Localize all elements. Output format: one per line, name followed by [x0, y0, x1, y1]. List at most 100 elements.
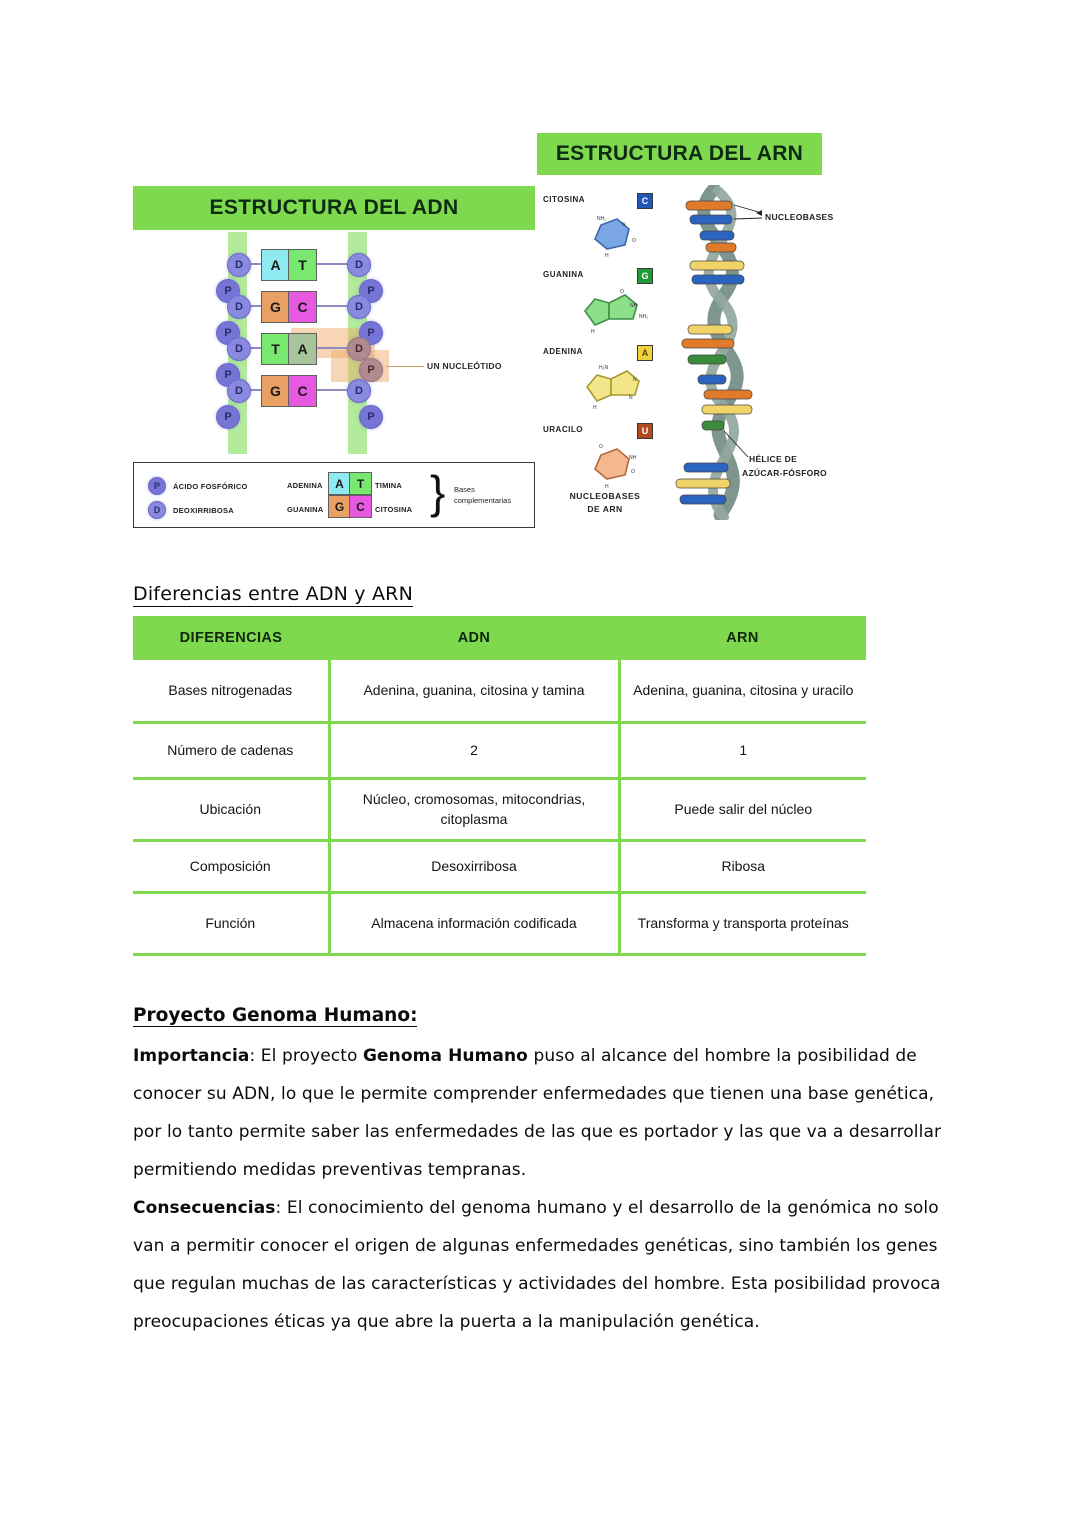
legend-phosphate-label: ÁCIDO FOSFÓRICO [173, 481, 248, 491]
helix-callout-line1: HÉLICE DE [749, 454, 798, 464]
notes-paragraph-consecuencias: Consecuencias: El conocimiento del genom… [133, 1189, 963, 1341]
base-tile-g: G [261, 375, 290, 407]
sugar-circle: D [148, 501, 166, 519]
adn-diagram-panel: ESTRUCTURA DEL ADN UN NUCLEÓTIDO D A T D… [133, 186, 535, 531]
brace-label-line2: complementarias [454, 496, 512, 505]
svg-text:NH: NH [629, 455, 637, 461]
table-header-arn: ARN [619, 616, 866, 660]
sugar-circle: D [227, 379, 251, 403]
row-label-numero-de-cadenas: Número de cadenas [133, 722, 331, 780]
row-label-funcion: Función [133, 892, 331, 956]
table-row: Función Almacena información codificada … [133, 892, 866, 956]
notes-paragraph-importancia: Importancia: El proyecto Genoma Humano p… [133, 1037, 963, 1189]
arn-base-name-uracilo: URACILO [543, 425, 583, 434]
arn-footer-line1: NUCLEOBASES [569, 491, 641, 501]
legend-sugar-label: DEOXIRRIBOSA [173, 505, 234, 515]
svg-text:O: O [632, 238, 636, 244]
adenina-molecule-icon: H₂N N N H [585, 365, 640, 411]
adn-legend-box: P ÁCIDO FOSFÓRICO D DEOXIRRIBOSA ADENINA… [133, 462, 535, 528]
arn-diagram-panel: ESTRUCTURA DEL ARN CITOSINA C NH₂ O H N … [537, 133, 837, 528]
sugar-circle: D [347, 295, 371, 319]
legend-adenina-label: ADENINA [287, 481, 323, 490]
adn-title-banner: ESTRUCTURA DEL ADN [133, 186, 535, 230]
base-tile-c: C [288, 375, 317, 407]
arn-base-name-citosina: CITOSINA [543, 195, 586, 204]
svg-text:NH: NH [630, 303, 638, 309]
arn-base-name-adenina: ADENINA [543, 347, 583, 356]
nucleobases-callout-label: NUCLEOBASES [765, 212, 834, 222]
notes-heading: Proyecto Genoma Humano: [133, 1005, 418, 1027]
phosphate-circle-highlighted: P [359, 358, 383, 382]
row-adn-bases-nitrogenadas: Adenina, guanina, citosina y tamina [329, 660, 621, 724]
arn-base-tile-u: U [637, 423, 653, 439]
row-adn-ubicacion: Núcleo, cromosomas, mitocondrias, citopl… [329, 778, 621, 842]
svg-text:H: H [591, 329, 595, 335]
base-tile-a: A [261, 249, 290, 281]
svg-text:N: N [633, 377, 637, 383]
phosphate-circle: P [359, 405, 383, 429]
arn-content-stage: CITOSINA C NH₂ O H N GUANINA G O NH NH₂ [537, 185, 837, 525]
brace-label-line1: Bases [454, 485, 475, 494]
notes-consecuencias-body: : El conocimiento del genoma humano y el… [133, 1198, 941, 1332]
table-row: Ubicación Núcleo, cromosomas, mitocondri… [133, 778, 866, 842]
arn-base-tile-g: G [637, 268, 653, 284]
svg-text:O: O [631, 469, 635, 475]
row-arn-ubicacion: Puede salir del núcleo [619, 778, 866, 842]
sugar-circle: D [227, 337, 251, 361]
phosphate-circle: P [216, 405, 240, 429]
base-tile-a: A [288, 333, 317, 365]
comparison-table: DIFERENCIAS ADN ARN Bases nitrogenadas A… [133, 616, 866, 956]
svg-text:N: N [629, 395, 633, 401]
base-tile-t: T [288, 249, 317, 281]
legend-phosphate: P ÁCIDO FOSFÓRICO [148, 477, 248, 495]
brace-icon: } [430, 466, 446, 518]
arn-base-tile-c: C [637, 193, 653, 209]
legend-timina-label: TIMINA [375, 481, 403, 490]
table-header-row: DIFERENCIAS ADN ARN [133, 616, 866, 660]
svg-text:O: O [599, 444, 603, 450]
nucleotide-leader-line [386, 366, 424, 367]
phosphate-circle: P [148, 477, 166, 495]
svg-text:H: H [593, 405, 597, 411]
row-adn-composicion: Desoxirribosa [329, 840, 621, 894]
base-tile-t: T [349, 472, 372, 495]
arn-footer-line2: DE ARN [587, 504, 623, 514]
base-tile-g: G [261, 291, 290, 323]
legend-guanina-label: GUANINA [287, 505, 324, 514]
notes-section: Proyecto Genoma Humano: Importancia: El … [133, 1005, 963, 1341]
notes-importancia-emphasis: Genoma Humano [363, 1046, 528, 1066]
row-arn-composicion: Ribosa [619, 840, 866, 894]
row-arn-bases-nitrogenadas: Adenina, guanina, citosina y uracilo [619, 660, 866, 724]
base-tile-g: G [328, 495, 351, 518]
svg-text:NH₂: NH₂ [597, 216, 606, 222]
nucleotide-callout-label: UN NUCLEÓTIDO [427, 361, 502, 371]
base-tile-a: A [328, 472, 351, 495]
sugar-circle: D [227, 253, 251, 277]
row-adn-funcion: Almacena información codificada [329, 892, 621, 956]
uracilo-molecule-icon: O NH O H [594, 444, 637, 490]
arn-base-tile-a: A [637, 345, 653, 361]
notes-importancia-label: Importancia [133, 1046, 250, 1066]
rna-helix-icon [675, 185, 763, 520]
legend-sugar: D DEOXIRRIBOSA [148, 501, 234, 519]
notes-importancia-body: puso al alcance del hombre la posibilida… [133, 1046, 942, 1180]
sugar-circle: D [347, 379, 371, 403]
sugar-circle-highlighted: D [347, 337, 371, 361]
table-row: Bases nitrogenadas Adenina, guanina, cit… [133, 660, 866, 724]
svg-text:H: H [605, 484, 609, 490]
arn-title-banner: ESTRUCTURA DEL ARN [537, 133, 822, 175]
svg-text:H: H [605, 253, 609, 259]
table-header-diferencias: DIFERENCIAS [133, 616, 329, 660]
arn-base-name-guanina: GUANINA [543, 270, 584, 279]
notes-consecuencias-label: Consecuencias [133, 1198, 276, 1218]
base-tile-c: C [349, 495, 372, 518]
legend-citosina-label: CITOSINA [375, 505, 413, 514]
row-arn-numero-de-cadenas: 1 [619, 722, 866, 780]
row-label-ubicacion: Ubicación [133, 778, 331, 842]
base-tile-t: T [261, 333, 290, 365]
citosina-molecule-icon: NH₂ O H N [594, 216, 636, 259]
diagrams-area: ESTRUCTURA DEL ADN UN NUCLEÓTIDO D A T D… [0, 0, 1080, 560]
svg-text:H₂N: H₂N [599, 365, 609, 371]
guanina-molecule-icon: O NH NH₂ H [583, 289, 648, 335]
